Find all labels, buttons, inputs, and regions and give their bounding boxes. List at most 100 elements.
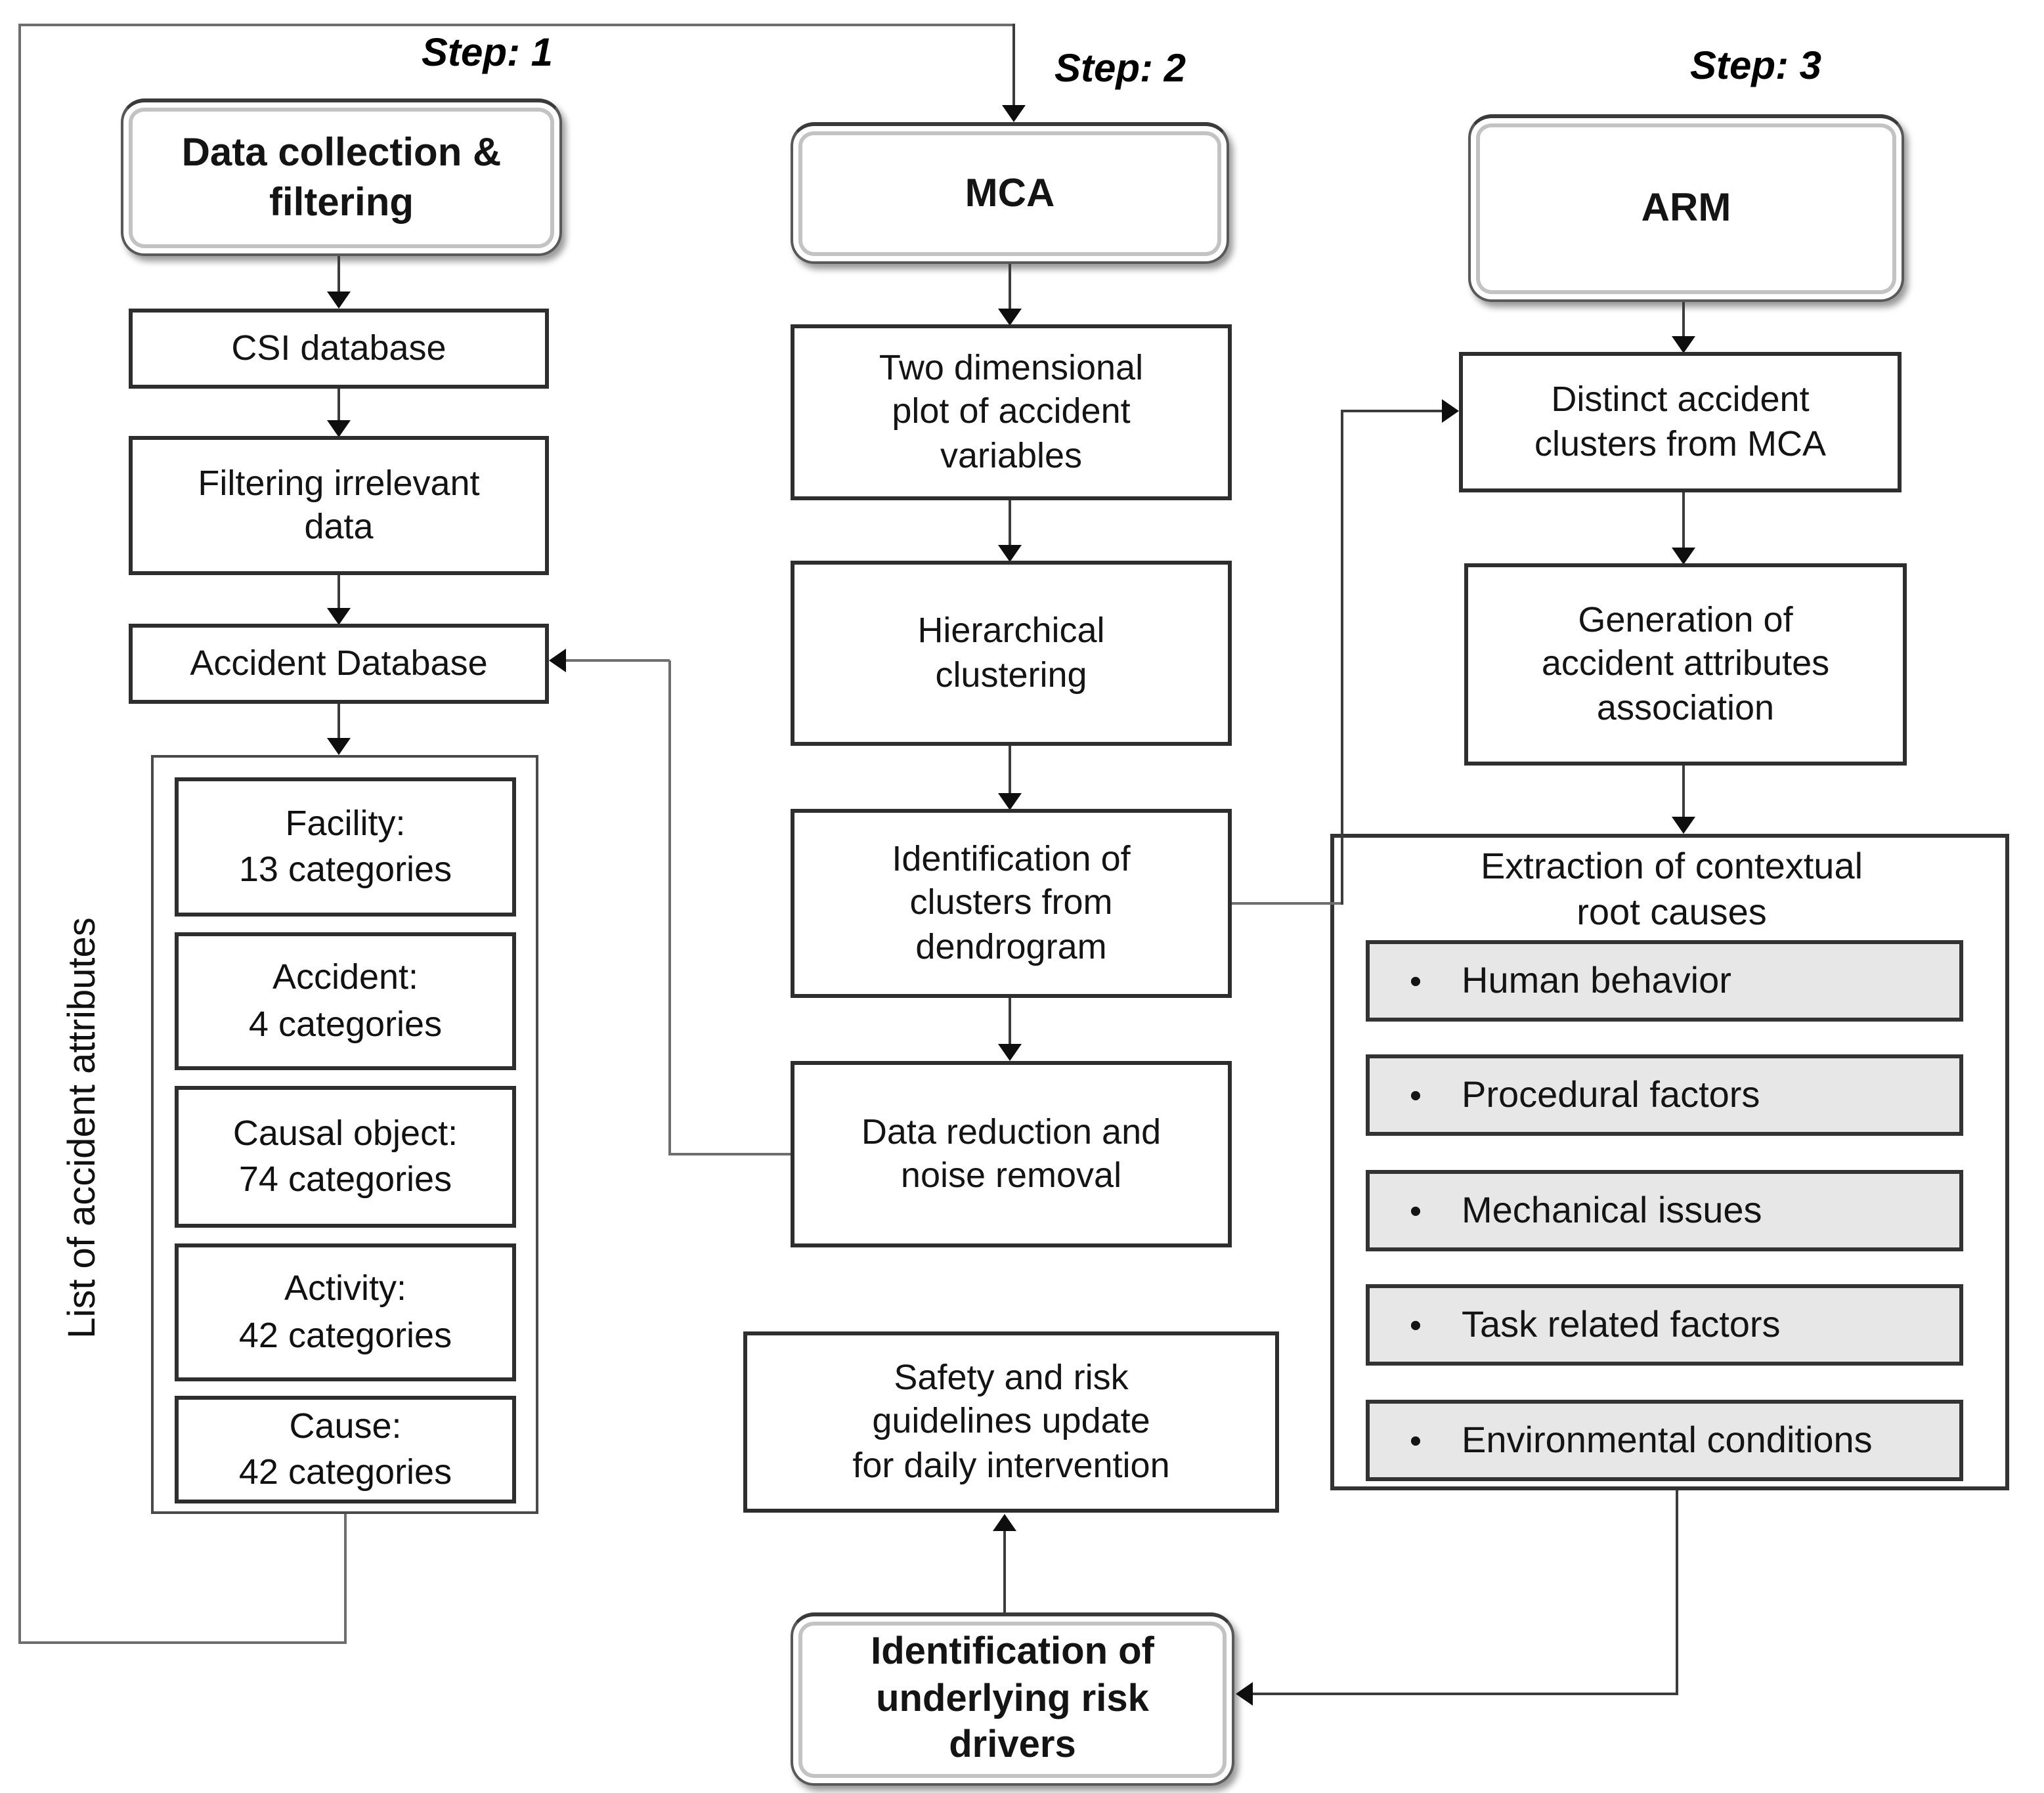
box-text-line: noise removal — [900, 1156, 1122, 1195]
connector-line — [1009, 500, 1011, 548]
box-text-line: clusters from MCA — [1534, 423, 1827, 463]
box-text-line: for daily intervention — [852, 1445, 1170, 1485]
accident-attribute-box: Accident: 4 categories — [175, 932, 516, 1070]
box-text-line: Data reduction and — [861, 1112, 1162, 1152]
box-text-line: guidelines update — [872, 1401, 1150, 1441]
box-text-line: drivers — [949, 1724, 1076, 1767]
box-text-line: association — [1596, 687, 1775, 727]
connector-line — [565, 659, 670, 662]
box-text-line: Data collection & — [181, 131, 502, 175]
step-1-label: Step: 1 — [421, 32, 554, 75]
connector-line — [1009, 264, 1011, 311]
arrow-head-down-icon — [998, 545, 1022, 562]
hierarchical-clustering-box: Hierarchical clustering — [791, 561, 1232, 746]
two-dimensional-plot-box: Two dimensional plot of accident variabl… — [791, 324, 1232, 500]
activity-attribute-box: Activity: 42 categories — [175, 1243, 516, 1381]
cause-item-mechanical-issues: • Mechanical issues — [1366, 1170, 1963, 1251]
connector-line — [1676, 1490, 1678, 1695]
attribute-count: 13 categories — [238, 850, 452, 889]
attribute-count: 74 categories — [238, 1159, 452, 1199]
box-text-line: MCA — [965, 171, 1055, 215]
box-text-line: Distinct accident — [1551, 379, 1810, 420]
box-text-line: Identification of — [892, 838, 1131, 878]
connector-line — [1341, 411, 1343, 905]
arrow-head-down-icon — [327, 608, 351, 625]
arrow-head-down-icon — [327, 292, 351, 309]
attribute-name: Facility: — [285, 803, 406, 843]
causal-object-attribute-box: Causal object: 74 categories — [175, 1086, 516, 1228]
bullet-icon: • — [1409, 1420, 1422, 1459]
connector-line — [18, 24, 1015, 26]
arrow-head-down-icon — [998, 793, 1022, 810]
arrow-head-down-icon — [1672, 817, 1695, 834]
connector-line — [1009, 746, 1011, 796]
connector-line — [1009, 998, 1011, 1045]
arrow-head-left-icon — [549, 649, 566, 672]
attribute-count: 4 categories — [248, 1004, 443, 1043]
connector-line — [1251, 1693, 1678, 1695]
step-2-label: Step: 2 — [1054, 47, 1186, 91]
box-text-line: Generation of — [1578, 599, 1793, 639]
arrow-head-left-icon — [1236, 1682, 1253, 1706]
box-text-line: ARM — [1641, 186, 1731, 230]
attribute-count: 42 categories — [238, 1452, 452, 1492]
cause-item-environmental-conditions: • Environmental conditions — [1366, 1400, 1963, 1481]
connector-line — [1682, 302, 1685, 339]
connector-line — [18, 1641, 347, 1644]
bullet-icon: • — [1409, 1305, 1422, 1344]
csi-database-box: CSI database — [129, 309, 549, 389]
box-text-line: filtering — [269, 181, 414, 224]
attribute-name: Activity: — [284, 1268, 406, 1308]
box-text-line: plot of accident — [892, 391, 1131, 431]
box-text-line: clustering — [935, 655, 1087, 694]
connector-line — [337, 256, 340, 293]
cause-item-human-behavior: • Human behavior — [1366, 940, 1963, 1022]
cause-attribute-box: Cause: 42 categories — [175, 1396, 516, 1503]
attribute-name: Accident: — [272, 957, 419, 997]
box-text-line: data — [304, 507, 374, 546]
arrow-head-down-icon — [998, 1044, 1022, 1061]
cause-label: Human behavior — [1462, 960, 1731, 1001]
cause-label: Environmental conditions — [1462, 1419, 1873, 1460]
bullet-icon: • — [1409, 1190, 1422, 1230]
bullet-icon: • — [1409, 961, 1422, 1000]
connector-line — [1232, 902, 1343, 905]
connector-line — [344, 1513, 347, 1644]
box-text-line: Hierarchical — [917, 611, 1105, 651]
box-text-line: underlying risk — [876, 1677, 1149, 1720]
box-text-line: clusters from — [909, 882, 1113, 922]
risk-drivers-box: Identification of underlying risk driver… — [791, 1612, 1234, 1786]
connector-line — [18, 24, 21, 1644]
step-3-label: Step: 3 — [1689, 45, 1822, 88]
box-text-line: root causes — [1576, 892, 1767, 932]
box-text-line: CSI database — [231, 328, 446, 368]
extraction-title: Extraction of contextual root causes — [1409, 843, 1934, 935]
cause-item-task-related-factors: • Task related factors — [1366, 1284, 1963, 1366]
connector-line — [337, 389, 340, 423]
safety-guidelines-box: Safety and risk guidelines update for da… — [743, 1331, 1279, 1513]
box-text-line: variables — [940, 435, 1083, 475]
attribute-name: Cause: — [289, 1406, 402, 1446]
box-text-line: accident attributes — [1541, 643, 1830, 683]
identification-clusters-box: Identification of clusters from dendrogr… — [791, 809, 1232, 998]
box-text-line: dendrogram — [915, 926, 1107, 966]
cause-label: Mechanical issues — [1462, 1190, 1762, 1230]
box-text-line: Filtering irrelevant — [198, 463, 480, 503]
cause-label: Procedural factors — [1462, 1074, 1760, 1115]
arrow-head-up-icon — [993, 1514, 1016, 1531]
arrow-head-down-icon — [327, 738, 351, 755]
arrow-head-down-icon — [1002, 105, 1026, 122]
arrow-head-down-icon — [327, 420, 351, 437]
connector-line — [337, 704, 340, 739]
connector-line — [668, 660, 671, 1156]
box-text-line: Accident Database — [190, 643, 488, 683]
facility-attribute-box: Facility: 13 categories — [175, 777, 516, 917]
generation-association-box: Generation of accident attributes associ… — [1464, 563, 1907, 766]
mca-box: MCA — [791, 122, 1229, 264]
cause-label: Task related factors — [1462, 1304, 1781, 1345]
box-text-line: Identification of — [871, 1630, 1154, 1673]
data-collection-filtering-box: Data collection & filtering — [121, 98, 562, 256]
box-text-line: Extraction of contextual — [1480, 846, 1863, 886]
connector-line — [1341, 410, 1443, 412]
